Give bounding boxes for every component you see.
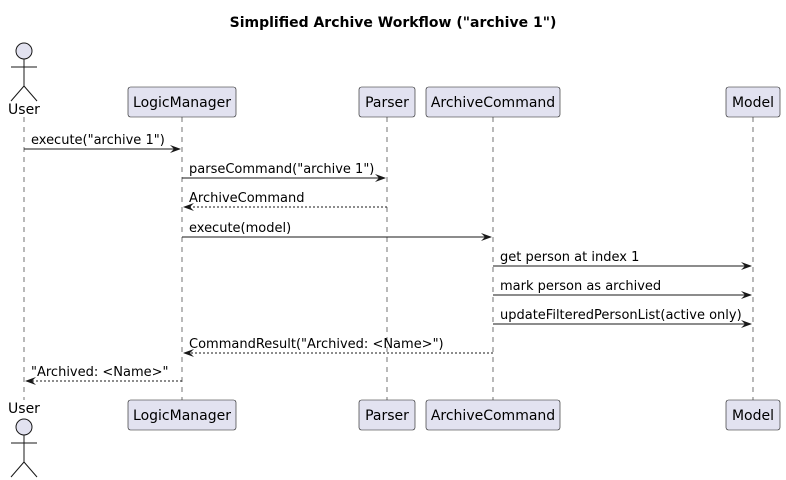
message-label: ArchiveCommand	[189, 191, 304, 206]
message-6: mark person as archived	[493, 279, 752, 299]
message-3: ArchiveCommand	[183, 191, 387, 211]
actor-label-bottom: User	[8, 401, 40, 417]
actor-label-top: User	[8, 102, 40, 118]
message-1: execute("archive 1")	[24, 133, 181, 153]
participant-box-parser-bottom	[358, 399, 416, 431]
participant-box-archcmd-top	[425, 86, 561, 118]
message-label: execute(model)	[189, 221, 291, 236]
participant-box-model-top	[725, 86, 781, 118]
participant-box-parser-top	[358, 86, 416, 118]
message-5: get person at index 1	[493, 250, 752, 270]
message-2: parseCommand("archive 1")	[182, 162, 386, 182]
actor-body	[10, 435, 38, 478]
arrowhead	[170, 145, 181, 153]
actor-head	[15, 418, 33, 436]
arrowhead	[741, 291, 752, 299]
lifelines	[23, 117, 754, 400]
actor-body	[10, 59, 38, 102]
message-label: "Archived: <Name>"	[31, 365, 169, 380]
participant-label-model-bottom: Model	[732, 408, 774, 424]
participant-label-archcmd-top: ArchiveCommand	[431, 95, 555, 111]
diagram-title: Simplified Archive Workflow ("archive 1"…	[230, 15, 557, 31]
message-label: updateFilteredPersonList(active only)	[500, 308, 742, 323]
participant-box-logic-top	[127, 86, 237, 118]
participant-box-archcmd-bottom	[425, 399, 561, 431]
message-7: updateFilteredPersonList(active only)	[493, 308, 752, 328]
participant-label-archcmd-bottom: ArchiveCommand	[431, 408, 555, 424]
messages: execute("archive 1") parseCommand("archiv…	[24, 133, 752, 385]
arrowhead	[741, 320, 752, 328]
actor-head	[15, 42, 33, 60]
message-4: execute(model)	[182, 221, 492, 241]
arrowhead	[183, 349, 194, 357]
actor-figure-top	[10, 42, 38, 102]
message-label: get person at index 1	[500, 250, 639, 265]
participant-label-parser-bottom: Parser	[365, 408, 409, 424]
arrowhead	[741, 262, 752, 270]
actor-figure-bottom	[10, 418, 38, 478]
participants-top: User LogicManager Parser ArchiveCommand Mode…	[8, 42, 781, 118]
participant-box-model-bottom	[725, 399, 781, 431]
participant-box-logic-bottom	[127, 399, 237, 431]
message-9: "Archived: <Name>"	[25, 365, 182, 385]
arrowhead	[375, 174, 386, 182]
message-8: CommandResult("Archived: <Name>")	[183, 337, 493, 357]
arrowhead	[481, 233, 492, 241]
message-label: parseCommand("archive 1")	[189, 162, 374, 177]
participant-label-model-top: Model	[732, 95, 774, 111]
message-label: mark person as archived	[500, 279, 661, 294]
participant-label-parser-top: Parser	[365, 95, 409, 111]
message-label: CommandResult("Archived: <Name>")	[189, 337, 444, 352]
message-label: execute("archive 1")	[31, 133, 165, 148]
arrowhead	[183, 203, 194, 211]
participant-label-logic-top: LogicManager	[133, 95, 231, 111]
arrowhead	[25, 377, 36, 385]
participant-label-logic-bottom: LogicManager	[133, 408, 231, 424]
participants-bottom: User LogicManager Parser ArchiveCommand Mode…	[8, 399, 781, 478]
